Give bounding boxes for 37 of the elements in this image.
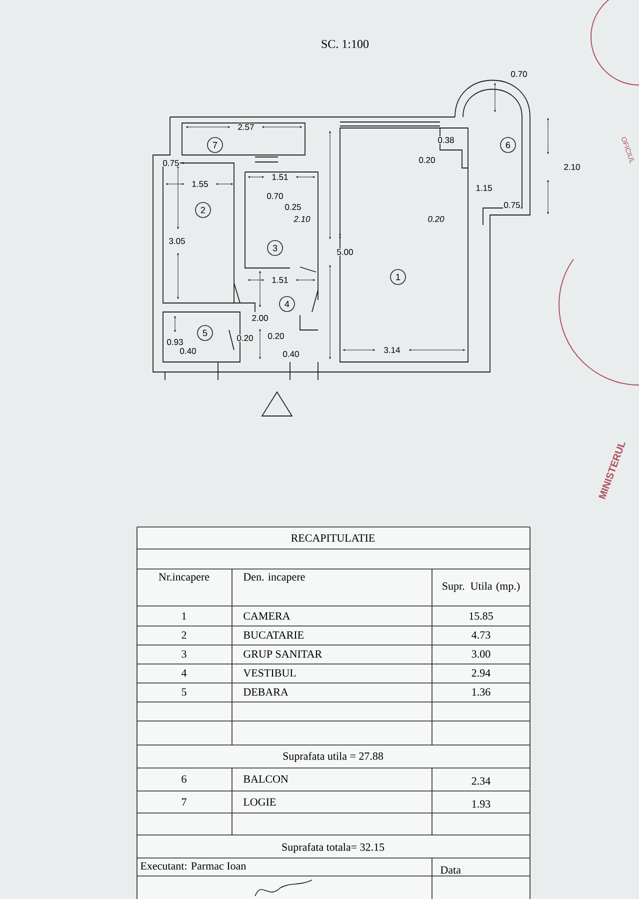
table-cell: RECAPITULATIE	[291, 534, 375, 542]
table-cell: 5	[182, 688, 186, 696]
table-cell: Suprafata totala= 32.15	[282, 842, 384, 854]
room-number: 2	[195, 202, 211, 218]
table-cell: 4	[181, 669, 187, 677]
table-cell: CAMERA	[244, 612, 290, 620]
room-number: 6	[500, 137, 516, 153]
table-cell: BUCATARIE	[244, 631, 304, 639]
table-cell: Supr. Utila (mp.)	[442, 582, 520, 592]
room-number: 5	[197, 325, 213, 341]
table-cell: 6	[182, 775, 186, 783]
table-cell: LOGIE	[244, 798, 276, 806]
room-number: 7	[207, 137, 223, 153]
table-cell: 3	[182, 650, 186, 658]
table-cell: 3.00	[472, 650, 490, 658]
room-number: 4	[279, 296, 295, 312]
table-cell: 7	[182, 798, 186, 806]
table-cell: 15.85	[470, 612, 493, 620]
table-cell: VESTIBUL	[243, 669, 296, 677]
table-cell: GRUP SANITAR	[244, 650, 322, 658]
table-cell: 2.34	[472, 777, 490, 785]
table-cell: DEBARA	[244, 688, 288, 696]
table-cell: Nr.incapere	[158, 573, 210, 583]
table-cell: BALCON	[244, 775, 288, 783]
table-cell: Executant: Parmac Ioan	[140, 862, 246, 870]
table-cell: Data	[440, 866, 461, 874]
table-cell: Suprafata utila = 27.88	[283, 752, 384, 762]
table-cell: Den. incapere	[244, 573, 305, 583]
scale-note: SC. 1:100	[322, 40, 369, 48]
table-cell: 2.94	[472, 669, 490, 677]
table-cell: 4.73	[472, 631, 490, 639]
room-number: 3	[267, 240, 283, 256]
table-cell: 1.36	[472, 688, 490, 696]
room-number: 1	[390, 269, 406, 285]
table-cell: 1.93	[472, 800, 490, 808]
table-cell: 2	[182, 631, 186, 639]
table-cell: 1	[182, 612, 186, 620]
